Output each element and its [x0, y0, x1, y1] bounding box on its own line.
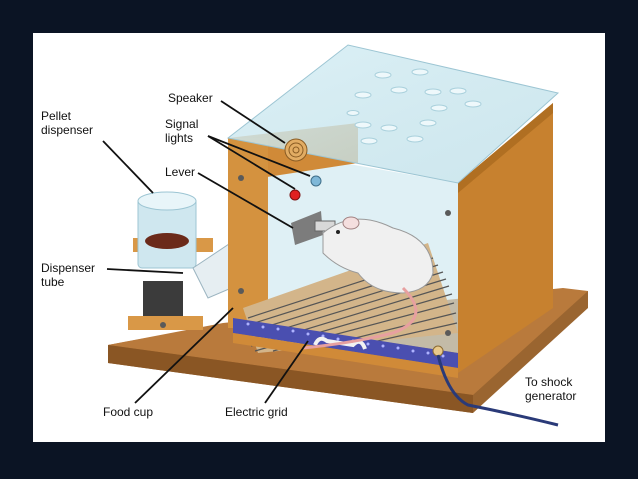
diagram-panel: Pellet dispenser Speaker Signal lights L… [33, 33, 605, 442]
right-panel [458, 103, 553, 373]
label-dispenser-tube-line1: Dispenser [41, 261, 96, 275]
rat [302, 216, 434, 350]
label-dispenser-tube-line2: tube [41, 275, 65, 289]
signal-light-blue [310, 175, 322, 187]
label-signal-lights-line2: lights [165, 131, 194, 145]
label-shock-generator-line1: To shock [525, 375, 573, 389]
screws [160, 175, 451, 336]
label-pellet-dispenser-line2: dispenser [41, 123, 94, 137]
shock-cable [436, 354, 559, 427]
label-dispenser-tube: Dispenser tube [41, 261, 95, 289]
label-speaker: Speaker [168, 91, 213, 105]
label-lever: Lever [165, 165, 196, 179]
glass-lid [226, 44, 560, 184]
label-pellet-dispenser: Pellet dispenser [41, 109, 93, 137]
label-food-cup: Food cup [103, 405, 154, 419]
label-pellet-dispenser-line1: Pellet [41, 109, 72, 123]
skinner-box-diagram [102, 44, 588, 427]
label-shock-generator-line2: generator [525, 389, 577, 403]
signal-light-red [289, 189, 301, 201]
pellet-dispenser [128, 191, 244, 330]
label-electric-grid: Electric grid [225, 405, 288, 419]
label-signal-lights: Signal lights [165, 117, 198, 145]
speaker-grille [284, 138, 308, 162]
leader-lines [102, 100, 311, 404]
label-shock-generator: To shock generator [525, 375, 576, 403]
label-signal-lights-line1: Signal [165, 117, 199, 131]
